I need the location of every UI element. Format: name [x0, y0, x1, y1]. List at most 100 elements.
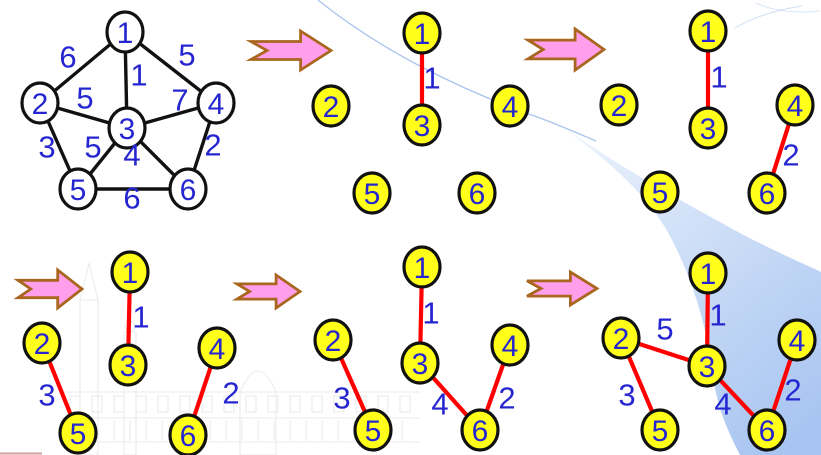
step-arrow-1-icon [245, 28, 334, 73]
weight-label-1-3: 1 [132, 300, 149, 335]
vertex-circle [400, 341, 440, 385]
vertex-label: 1 [700, 16, 717, 49]
vertex-circle [775, 83, 815, 127]
vertex-3: 3 [687, 344, 727, 388]
vertex-label: 3 [700, 113, 717, 146]
vertex-circle [777, 318, 817, 362]
vertex-6: 6 [168, 167, 208, 211]
vertex-circle [601, 316, 641, 360]
vertex-circle [688, 9, 728, 53]
vertex-6: 6 [747, 408, 787, 452]
weight-label-3-5: 5 [84, 130, 101, 165]
vertex-4: 4 [196, 81, 236, 125]
swoosh-curve-line [317, 0, 597, 142]
vertex-3: 3 [688, 106, 728, 150]
weight-label-4-6: 2 [222, 376, 239, 411]
vertex-circle [196, 81, 236, 125]
vertex-4: 4 [490, 84, 530, 128]
vertex-label: 1 [117, 17, 134, 50]
vertex-label: 4 [502, 330, 519, 363]
vertex-label: 4 [208, 88, 225, 121]
weight-label-2-5: 3 [618, 378, 635, 413]
vertex-label: 3 [412, 348, 429, 381]
vertex-1: 1 [688, 251, 728, 295]
weight-label-4-6: 2 [498, 381, 515, 416]
vertex-5: 5 [58, 411, 98, 455]
vertex-label: 6 [469, 178, 486, 211]
vertex-4: 4 [775, 83, 815, 127]
vertex-label: 5 [364, 178, 381, 211]
vertex-circle [197, 326, 237, 370]
corner-wisp-decoration [734, 5, 803, 29]
step-arrow-4-icon [231, 272, 303, 311]
vertex-4: 4 [197, 326, 237, 370]
vertex-circle [599, 83, 639, 127]
vertex-label: 2 [325, 325, 342, 358]
weight-label-4-6: 2 [782, 138, 799, 173]
corner-wisp-decoration [755, 2, 821, 13]
vertex-circle [108, 343, 148, 387]
vertex-1: 1 [688, 9, 728, 53]
vertex-5: 5 [353, 408, 393, 452]
vertex-circle [22, 321, 62, 365]
weight-label-1-2: 6 [59, 40, 76, 75]
vertex-label: 6 [180, 420, 197, 453]
vertex-6: 6 [747, 171, 787, 215]
vertex-circle [747, 408, 787, 452]
vertex-label: 2 [323, 91, 340, 124]
vertex-circle [747, 171, 787, 215]
weight-label-2-3: 5 [76, 81, 93, 116]
vertex-4: 4 [490, 323, 530, 367]
weight-label-4-6: 2 [204, 128, 221, 163]
vertex-label: 3 [119, 113, 136, 146]
vertex-label: 5 [365, 415, 382, 448]
vertex-label: 5 [70, 418, 87, 451]
vertex-label: 5 [70, 174, 87, 207]
vertex-label: 3 [414, 110, 431, 143]
vertex-6: 6 [457, 171, 497, 215]
swoosh-band [536, 108, 821, 455]
vertex-circle [402, 11, 442, 55]
vertex-label: 2 [32, 88, 49, 121]
weight-label-1-3: 1 [710, 60, 727, 95]
vertex-3: 3 [402, 103, 442, 147]
vertex-circle [105, 10, 145, 54]
vertex-2: 2 [22, 321, 62, 365]
weight-label-3-6: 4 [431, 387, 448, 422]
vertex-4: 4 [777, 318, 817, 362]
weight-label-2-3: 5 [656, 312, 673, 347]
vertex-circle [352, 171, 392, 215]
vertex-circle [688, 106, 728, 150]
weight-label-4-6: 2 [784, 373, 801, 408]
vertex-circle [107, 106, 147, 150]
vertex-circle [20, 81, 60, 125]
vertex-circle [353, 408, 393, 452]
weight-label-1-3: 1 [423, 61, 440, 96]
vertex-5: 5 [58, 167, 98, 211]
weight-label-1-3: 1 [130, 58, 147, 93]
vertex-label: 4 [787, 90, 804, 123]
vertex-label: 5 [652, 177, 669, 210]
vertex-circle [688, 251, 728, 295]
vertex-circle [460, 408, 500, 452]
vertex-3: 3 [400, 341, 440, 385]
vertex-circle [640, 170, 680, 214]
vertex-circle [640, 408, 680, 452]
vertex-label: 6 [180, 174, 197, 207]
vertex-5: 5 [352, 171, 392, 215]
vertex-circle [402, 103, 442, 147]
weight-label-1-3: 1 [709, 298, 726, 333]
weight-label-3-6: 4 [123, 138, 140, 173]
vertex-circle [313, 318, 353, 362]
vertex-label: 2 [611, 90, 628, 123]
weight-label-2-5: 3 [38, 130, 55, 165]
vertex-2: 2 [313, 318, 353, 362]
weight-label-5-6: 6 [123, 181, 140, 216]
vertex-5: 5 [640, 408, 680, 452]
